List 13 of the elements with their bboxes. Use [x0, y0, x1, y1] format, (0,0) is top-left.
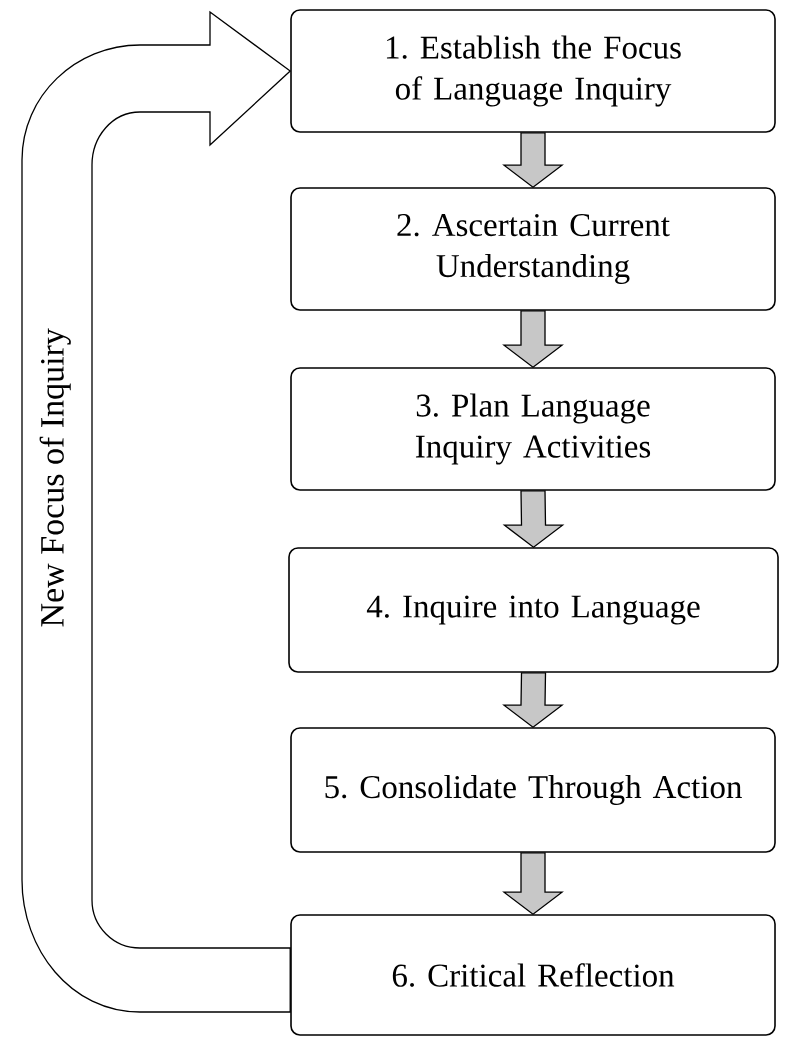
block-arrow: [502, 672, 564, 729]
edge-label: New Focus of Inquiry: [39, 328, 71, 627]
process-box: 3. Plan Language Inquiry Activities: [290, 367, 776, 491]
curved-block-arrow: [21, 11, 291, 1013]
process-box: 1. Establish the Focus of Language Inquiry: [290, 9, 776, 133]
block-arrow: [502, 852, 564, 916]
process-box: 6. Critical Reflection: [290, 914, 776, 1036]
process-box: 4. Inquire into Language: [288, 547, 779, 673]
block-arrow: [502, 490, 565, 548]
process-box: 5. Consolidate Through Action: [290, 727, 776, 853]
process-box: 2. Ascertain Current Understanding: [290, 187, 776, 311]
block-arrow: [502, 310, 564, 368]
block-arrow: [502, 132, 564, 188]
